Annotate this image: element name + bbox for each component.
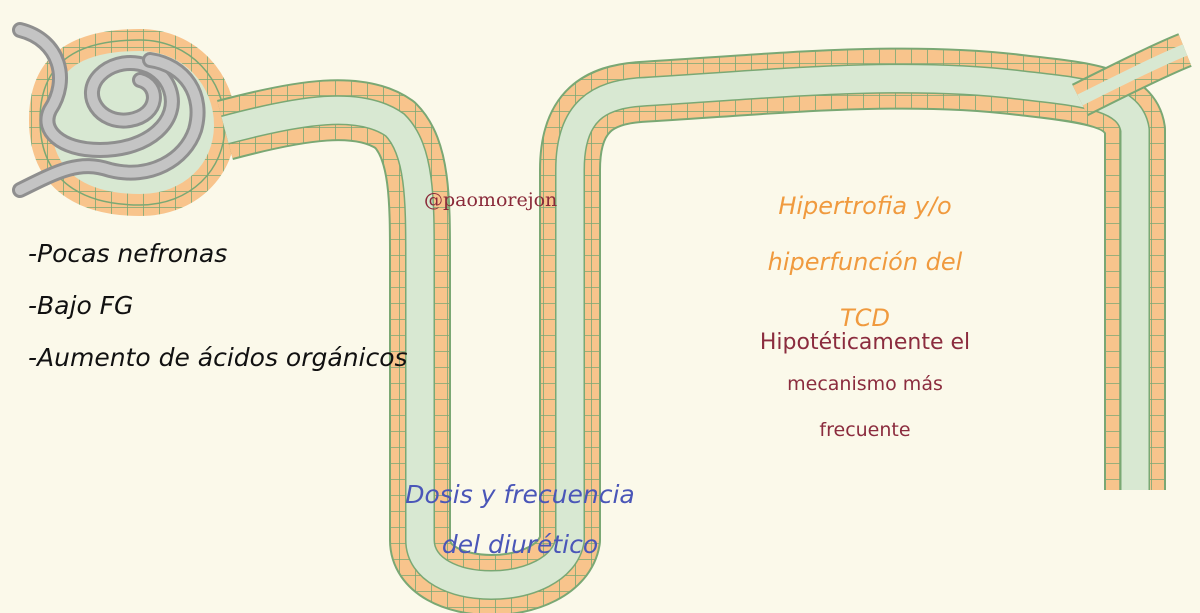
note-line: del diurético <box>441 530 599 559</box>
risk-factor-list: -Pocas nefronas -Bajo FG -Aumento de áci… <box>28 228 408 384</box>
tubule <box>217 47 1166 613</box>
note-line: TCD <box>840 304 890 332</box>
collecting-duct <box>1071 33 1192 117</box>
note-line: frecuente <box>819 419 911 441</box>
note-line: mecanismo más <box>787 373 943 395</box>
note-line: Hipotéticamente el <box>759 330 971 355</box>
note-line: Dosis y frecuencia <box>405 480 635 509</box>
note-line: Hipertrofia y/o <box>778 192 952 220</box>
mechanism-note: Hipotéticamente el mecanismo más frecuen… <box>740 325 990 453</box>
list-item: -Pocas nefronas <box>28 239 228 268</box>
tcd-hypertrophy-note: Hipertrofia y/o hiperfunción del TCD <box>740 178 990 346</box>
list-item: -Bajo FG <box>28 291 134 320</box>
list-item: -Aumento de ácidos orgánicos <box>28 343 408 372</box>
note-line: hiperfunción del <box>767 248 963 276</box>
glomerulus <box>12 22 206 198</box>
diuretic-note: Dosis y frecuencia del diurético <box>380 470 660 570</box>
watermark: @paomorejon <box>424 189 558 211</box>
